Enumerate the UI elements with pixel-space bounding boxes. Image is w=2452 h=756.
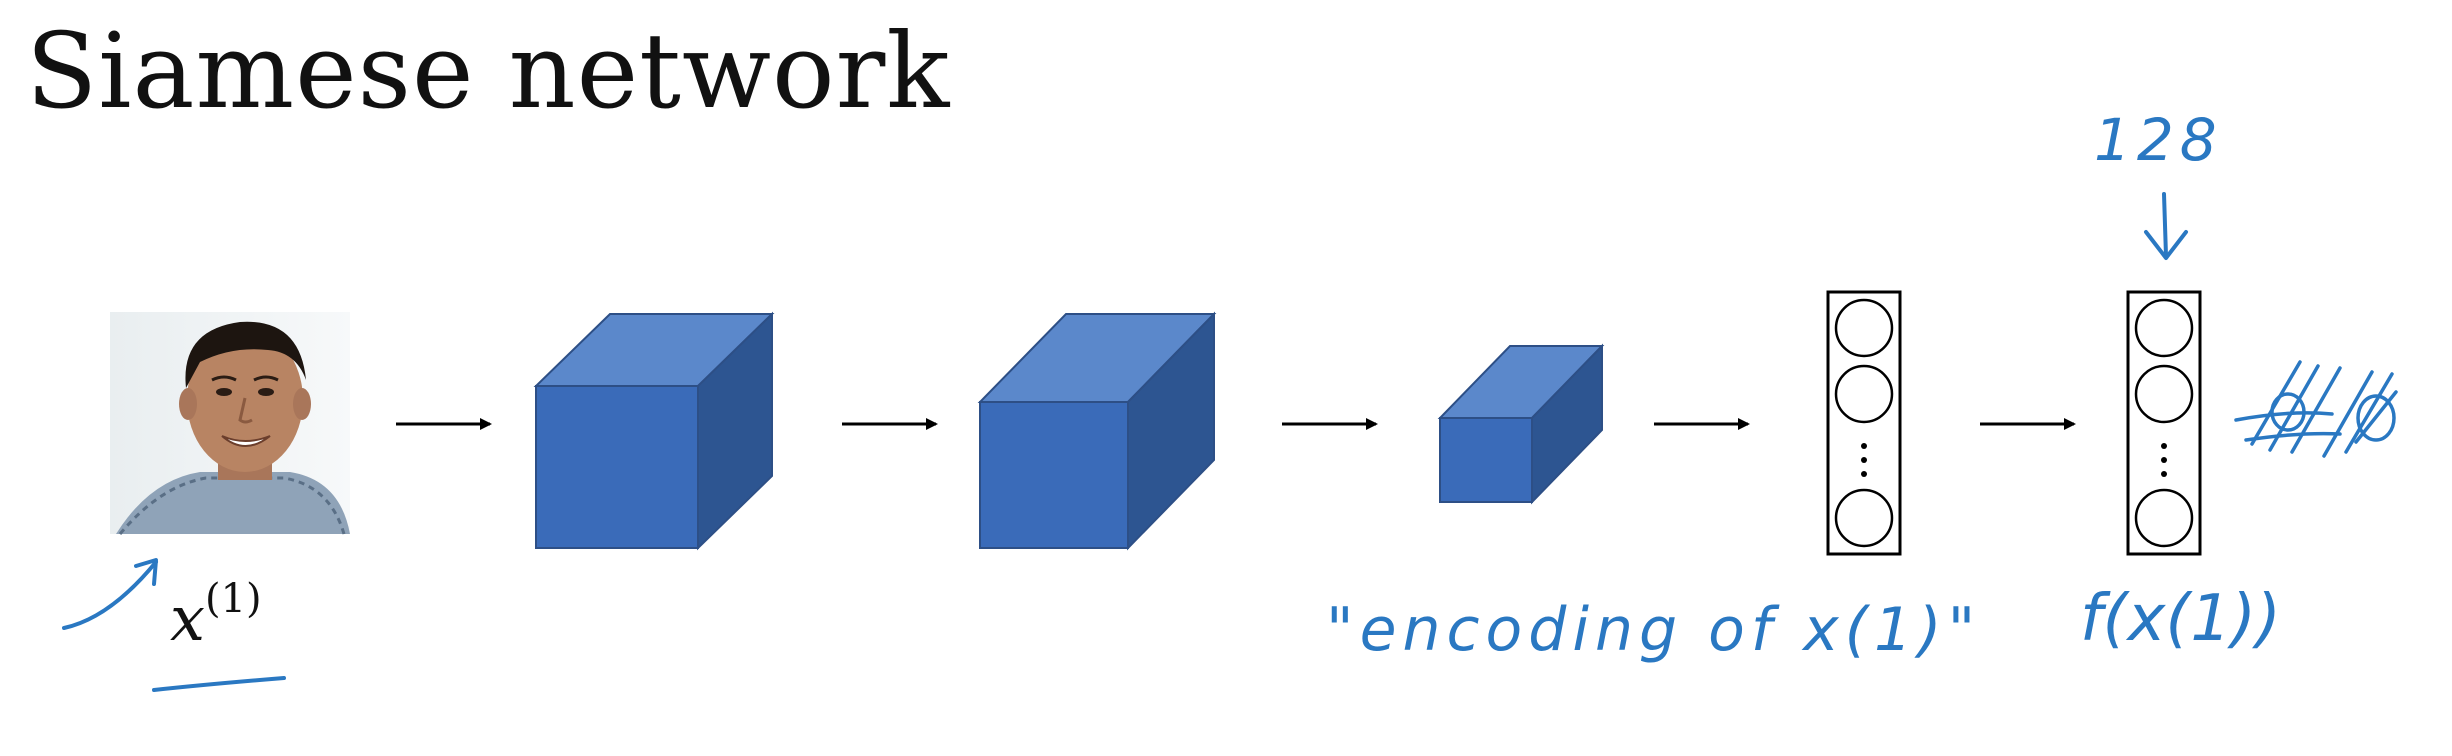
handwritten-arrow-128 [2144,192,2188,260]
scribble-marks [2234,360,2398,458]
encoding-note: "encoding of x(1)" [1326,595,1981,665]
x1-underline [152,676,286,692]
input-x1-label: x(1) [170,576,262,655]
conv-layer-cube-2 [977,311,1217,551]
f-of-x-label: f(x(1)) [2080,582,2281,656]
encoding-vector [2126,290,2202,556]
conv-layer-cube-3 [1437,343,1605,505]
input-superscript: (1) [204,576,262,623]
vector-size-label: 128 [2094,106,2223,174]
input-face-image [110,312,350,535]
handwritten-arrow-to-image [62,558,158,630]
input-var: x [170,582,205,655]
slide-title: Siamese network [26,10,951,132]
fc-layer-vector [1826,290,1902,556]
conv-layer-cube-1 [533,311,775,551]
